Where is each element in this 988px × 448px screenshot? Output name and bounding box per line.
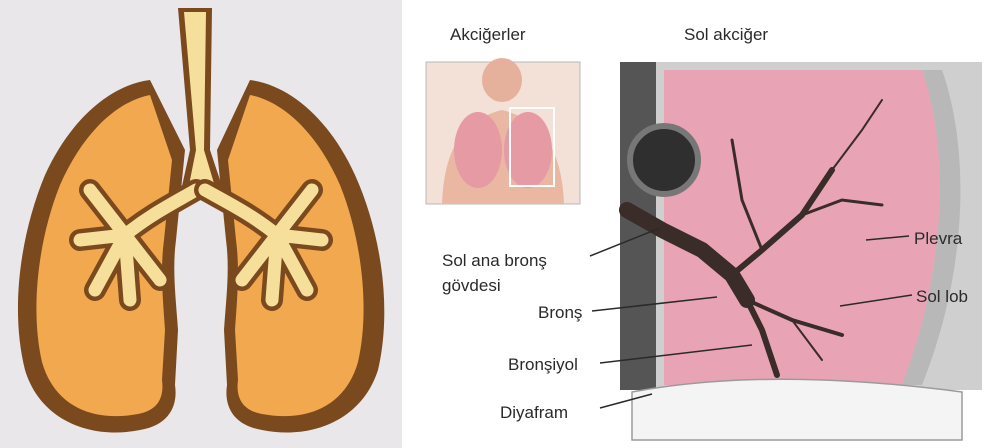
left-lung-anatomy-panel: Akciğerler Sol akciğer bbox=[402, 0, 988, 448]
header-left-lung: Sol akciğer bbox=[684, 25, 768, 44]
lung-cross-section bbox=[620, 62, 982, 440]
torso-thumbnail bbox=[426, 58, 580, 204]
header-lungs: Akciğerler bbox=[450, 25, 526, 44]
label-bronchiole: Bronşiyol bbox=[508, 355, 578, 374]
anatomy-diagram: Akciğerler Sol akciğer bbox=[402, 0, 988, 448]
label-left-main-bronchus-1: Sol ana bronş bbox=[442, 251, 547, 270]
label-left-lobe: Sol lob bbox=[916, 287, 968, 306]
label-pleura: Plevra bbox=[914, 229, 963, 248]
lungs-icon bbox=[0, 0, 402, 448]
label-bronchus: Bronş bbox=[538, 303, 582, 322]
label-diaphragm: Diyafram bbox=[500, 403, 568, 422]
label-left-main-bronchus-2: gövdesi bbox=[442, 276, 501, 295]
lungs-cartoon-panel bbox=[0, 0, 402, 448]
